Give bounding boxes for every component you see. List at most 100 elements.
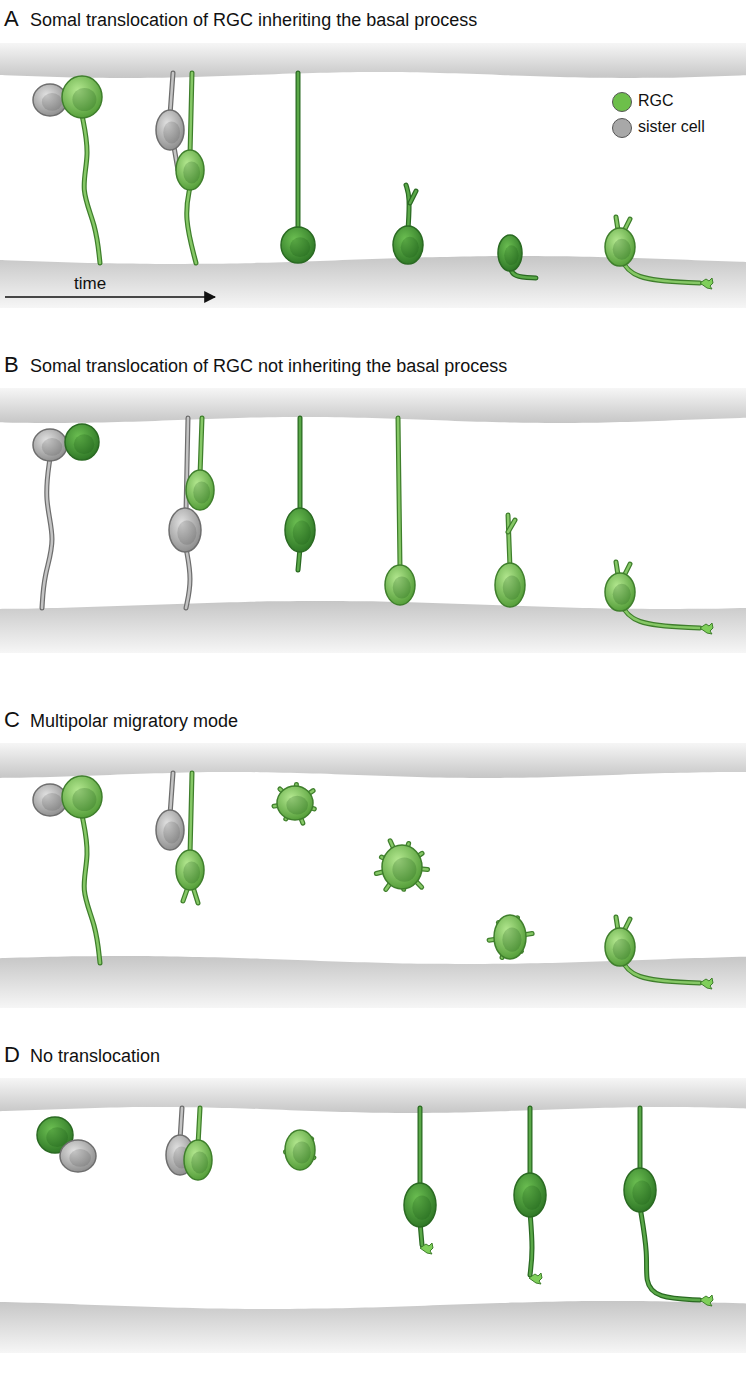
basal-surface — [0, 601, 746, 653]
cell-body — [60, 1140, 96, 1172]
apical-surface — [0, 1078, 746, 1113]
growth-cone — [529, 1273, 542, 1284]
nucleus — [286, 796, 308, 815]
cell-process — [186, 548, 190, 608]
cell-process — [186, 548, 190, 608]
cell-body — [33, 429, 67, 461]
basal-surface — [0, 1301, 746, 1353]
nucleus — [72, 88, 96, 111]
nucleus — [632, 1181, 651, 1205]
panel-title: Multipolar migratory mode — [30, 711, 238, 732]
basal-surface — [0, 256, 746, 308]
nucleus — [412, 1196, 431, 1220]
cell-body — [277, 786, 313, 820]
cell-body — [186, 470, 214, 510]
cell-process — [406, 185, 409, 230]
cell-process — [170, 773, 173, 815]
cell-process — [640, 1207, 700, 1300]
cell-body — [285, 508, 315, 552]
legend-text: RGC — [638, 92, 674, 110]
cell-process — [529, 1108, 532, 1178]
cell-body — [495, 563, 525, 607]
cell-body — [494, 915, 526, 959]
nucleus — [290, 237, 310, 257]
cell-process — [530, 1212, 532, 1275]
cell-body — [176, 150, 204, 190]
cell-process — [190, 773, 192, 855]
cell-body — [281, 227, 315, 263]
nucleus — [293, 1141, 311, 1163]
nucleus — [74, 434, 94, 454]
cell-process — [42, 458, 52, 608]
apical-surface — [0, 743, 746, 778]
cell-process — [187, 187, 196, 263]
nucleus — [393, 576, 411, 598]
cell-body — [624, 1168, 656, 1212]
cell-process — [418, 1108, 423, 1188]
cell-body — [156, 810, 184, 850]
nucleus — [613, 584, 631, 605]
growth-cone — [420, 1243, 433, 1254]
basal-surface — [0, 956, 746, 1008]
cell-body — [404, 1183, 436, 1227]
nucleus — [163, 821, 180, 843]
cell-process — [42, 458, 52, 608]
cell-process — [190, 73, 192, 155]
cell-process — [508, 520, 515, 532]
nucleus — [42, 438, 62, 456]
growth-cone — [700, 278, 713, 289]
cell-process — [508, 515, 510, 568]
panel-letter: A — [4, 6, 19, 31]
cell-process — [190, 773, 192, 855]
time-lapse-row — [33, 418, 713, 634]
cell-process — [297, 73, 300, 230]
nucleus — [183, 161, 200, 183]
cell-body — [184, 1140, 212, 1180]
legend-swatch — [612, 118, 632, 138]
time-lapse-row — [37, 1108, 713, 1306]
panel-letter: B — [4, 352, 19, 377]
nucleus — [42, 793, 62, 811]
cell-process — [170, 773, 173, 815]
apical-surface — [0, 388, 746, 423]
cell-body — [382, 845, 422, 889]
time-arrow — [5, 296, 215, 298]
cell-process — [200, 418, 202, 475]
cell-process — [410, 191, 416, 203]
cell-process — [419, 1108, 422, 1188]
nucleus — [163, 121, 180, 143]
nucleus — [177, 521, 196, 545]
nucleus — [193, 481, 210, 503]
nucleus — [293, 521, 311, 545]
cell-body — [393, 226, 423, 264]
cell-process — [298, 418, 303, 512]
cell-process — [82, 115, 100, 263]
cell-process — [82, 815, 100, 963]
growth-cone — [700, 623, 713, 634]
axis-label: time — [74, 274, 106, 294]
cell-process — [190, 73, 192, 155]
cell-body — [605, 228, 635, 266]
cell-body — [605, 928, 635, 966]
nucleus — [613, 239, 631, 260]
cell-body — [62, 776, 102, 818]
nucleus — [72, 788, 96, 811]
cell-process — [639, 1108, 642, 1173]
cell-process — [528, 1108, 533, 1178]
nucleus — [504, 245, 518, 265]
panel-title: Somal translocation of RGC inheriting th… — [30, 10, 477, 31]
cell-body — [65, 424, 99, 460]
cell-body — [285, 1130, 315, 1170]
cell-process — [299, 418, 302, 512]
cell-process — [170, 73, 173, 115]
cell-body — [498, 235, 522, 271]
cell-body — [176, 850, 204, 890]
cell-process — [640, 1207, 700, 1300]
cell-process — [187, 187, 196, 263]
cell-process — [508, 520, 515, 532]
growth-cone — [700, 1295, 713, 1306]
cell-body — [514, 1173, 546, 1217]
cell-process — [410, 191, 416, 203]
panel-letter: D — [4, 1042, 20, 1067]
